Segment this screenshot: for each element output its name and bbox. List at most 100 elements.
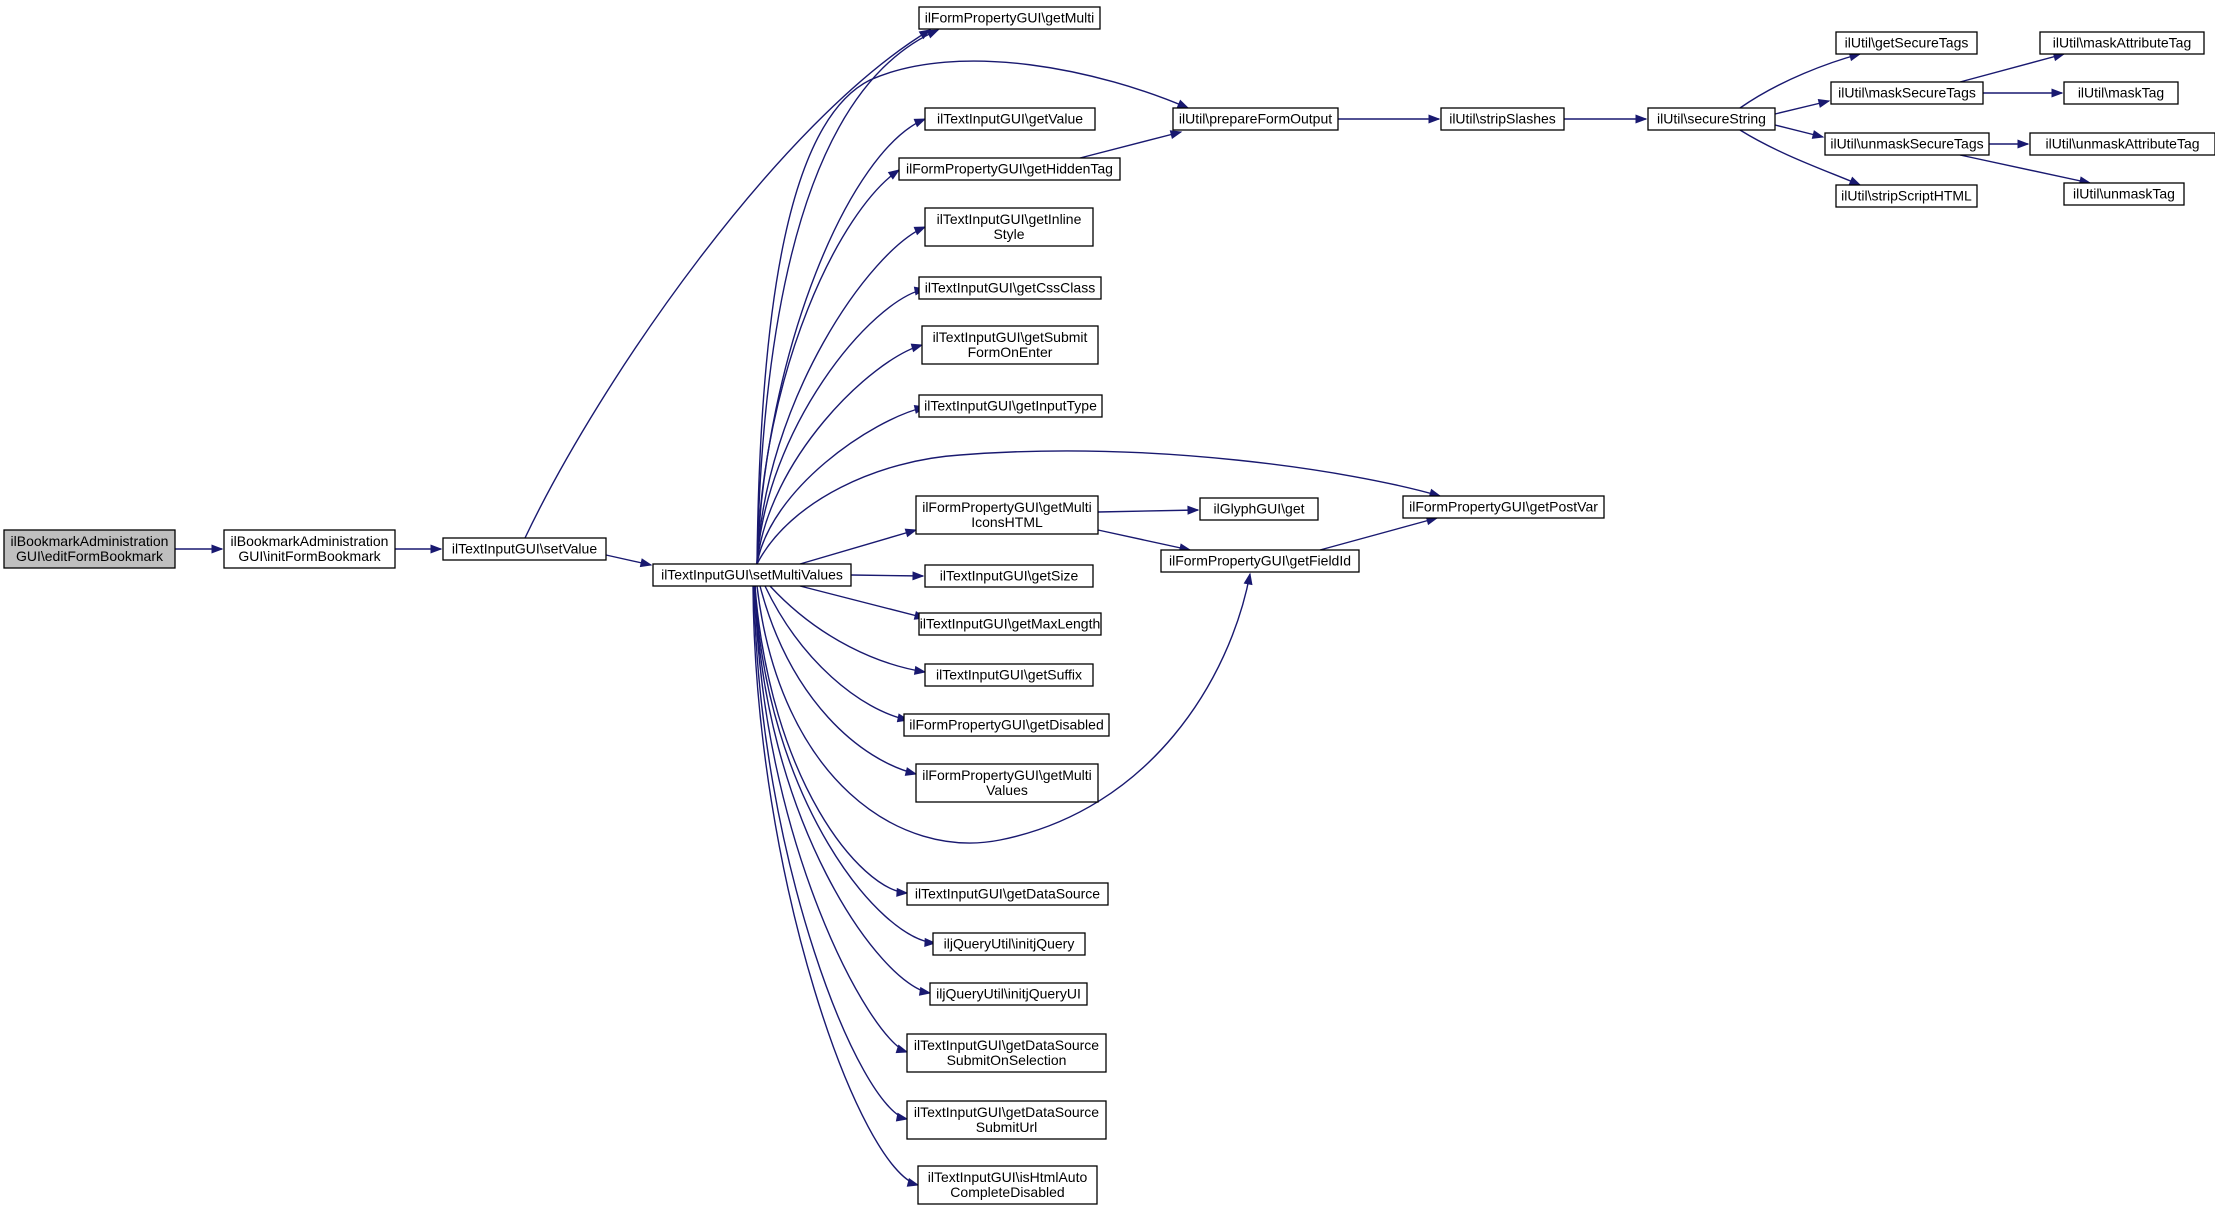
arrowhead-icon xyxy=(895,1044,909,1054)
node-maskAttributeTag[interactable]: ilUtil\maskAttributeTag xyxy=(2039,31,2205,55)
edge-setMultiValues-to-initjQueryUI xyxy=(754,585,932,996)
node-label: ilFormPropertyGUI\getHiddenTag xyxy=(906,161,1113,177)
edge-setValue-to-getMulti xyxy=(524,29,932,539)
node-maskTag[interactable]: ilUtil\maskTag xyxy=(2063,81,2179,105)
edge-getFieldId-to-getPostVar xyxy=(1319,516,1439,551)
edge-secureString-to-unmaskSecureTags xyxy=(1774,124,1825,139)
node-label: ilTextInputGUI\getValue xyxy=(937,111,1083,127)
arrowhead-icon xyxy=(918,986,932,996)
edge-setMultiValues-to-getMulti xyxy=(756,29,940,565)
node-maskSecureTags[interactable]: ilUtil\maskSecureTags xyxy=(1830,81,1984,105)
arrowhead-icon xyxy=(904,767,918,776)
arrowhead-icon xyxy=(1811,130,1825,139)
edge-setMultiValues-to-getMaxLength xyxy=(799,585,927,620)
arrowhead-icon xyxy=(1817,99,1831,108)
node-label: ilUtil\unmaskAttributeTag xyxy=(2045,136,2199,152)
edge-maskSecureTags-to-maskTag xyxy=(1983,88,2064,98)
edge-setMultiValues-to-prepareFormOutput xyxy=(756,60,1190,565)
node-editFormBookmark[interactable]: ilBookmarkAdministrationGUI\editFormBook… xyxy=(3,529,176,569)
node-box xyxy=(442,537,607,561)
node-glyphGet[interactable]: ilGlyphGUI\get xyxy=(1199,497,1319,521)
node-box xyxy=(1830,81,1984,105)
edge-maskSecureTags-to-maskAttributeTag xyxy=(1959,52,2066,83)
node-getSuffix[interactable]: ilTextInputGUI\getSuffix xyxy=(924,663,1094,687)
node-setMultiValues[interactable]: ilTextInputGUI\setMultiValues xyxy=(652,563,852,587)
edge-setMultiValues-to-getCssClass xyxy=(756,286,927,565)
edge-setMultiValues-to-getSubmitFormOnEnter xyxy=(756,343,924,565)
node-label: ilGlyphGUI\get xyxy=(1213,501,1304,517)
edge-setMultiValues-to-getHiddenTag xyxy=(756,169,901,565)
arrowhead-icon xyxy=(1848,176,1862,186)
node-getPostVar[interactable]: ilFormPropertyGUI\getPostVar xyxy=(1402,495,1605,519)
node-prepareFormOutput[interactable]: ilUtil\prepareFormOutput xyxy=(1172,107,1339,131)
node-label: ilFormPropertyGUI\getMulti xyxy=(922,767,1092,783)
node-getDataSourceSubmitOnSelection[interactable]: ilTextInputGUI\getDataSourceSubmitOnSele… xyxy=(906,1033,1107,1073)
arrowhead-icon xyxy=(912,571,925,581)
node-getSecureTags[interactable]: ilUtil\getSecureTags xyxy=(1835,31,1978,55)
node-getCssClass[interactable]: ilTextInputGUI\getCssClass xyxy=(918,276,1102,300)
node-box xyxy=(223,529,396,569)
node-stripScriptHTML[interactable]: ilUtil\stripScriptHTML xyxy=(1835,184,1978,208)
edge-line xyxy=(754,585,908,894)
edge-line xyxy=(756,226,926,565)
node-isHtmlAutoCompleteDisabled[interactable]: ilTextInputGUI\isHtmlAutoCompleteDisable… xyxy=(917,1165,1098,1205)
node-initFormBookmark[interactable]: ilBookmarkAdministrationGUI\initFormBook… xyxy=(223,529,396,569)
node-box xyxy=(924,207,1094,247)
node-label: ilTextInputGUI\getCssClass xyxy=(925,280,1095,296)
node-label: ilTextInputGUI\getSize xyxy=(940,568,1079,584)
node-getDataSource[interactable]: ilTextInputGUI\getDataSource xyxy=(906,882,1109,906)
node-box xyxy=(924,663,1094,687)
node-box xyxy=(1440,107,1565,131)
node-unmaskTag[interactable]: ilUtil\unmaskTag xyxy=(2063,182,2185,206)
node-stripSlashes[interactable]: ilUtil\stripSlashes xyxy=(1440,107,1565,131)
node-getFieldId[interactable]: ilFormPropertyGUI\getFieldId xyxy=(1160,549,1360,573)
edge-getMultiIconsHTML-to-glyphGet xyxy=(1097,505,1200,515)
node-getMaxLength[interactable]: ilTextInputGUI\getMaxLength xyxy=(918,612,1102,636)
edge-line xyxy=(850,574,924,577)
edge-line xyxy=(1097,529,1191,551)
node-box xyxy=(915,495,1099,535)
arrowhead-icon xyxy=(913,118,927,128)
arrowhead-icon xyxy=(904,528,918,538)
node-getDisabled[interactable]: ilFormPropertyGUI\getDisabled xyxy=(903,713,1110,737)
edge-setMultiValues-to-isHtmlAutoCompleteDisabled xyxy=(752,585,920,1187)
node-getValue[interactable]: ilTextInputGUI\getValue xyxy=(924,107,1096,131)
node-getInputType[interactable]: ilTextInputGUI\getInputType xyxy=(918,394,1103,418)
node-box xyxy=(2039,31,2205,55)
arrowhead-icon xyxy=(1169,130,1183,139)
node-box xyxy=(2063,182,2185,206)
node-unmaskAttributeTag[interactable]: ilUtil\unmaskAttributeTag xyxy=(2029,132,2215,156)
node-layer: ilBookmarkAdministrationGUI\editFormBook… xyxy=(3,6,2215,1205)
arrowhead-icon xyxy=(2017,139,2030,149)
node-label: SubmitOnSelection xyxy=(947,1052,1067,1068)
edge-line xyxy=(1097,509,1199,513)
node-setValue[interactable]: ilTextInputGUI\setValue xyxy=(442,537,607,561)
node-getMulti[interactable]: ilFormPropertyGUI\getMulti xyxy=(918,6,1101,30)
node-initjQuery[interactable]: iljQueryUtil\initjQuery xyxy=(932,932,1086,956)
arrowhead-icon xyxy=(924,937,937,947)
arrowhead-icon xyxy=(913,226,927,236)
arrowhead-icon xyxy=(910,343,924,353)
node-label: ilBookmarkAdministration xyxy=(11,533,169,549)
node-label: ilBookmarkAdministration xyxy=(231,533,389,549)
arrowhead-icon xyxy=(1187,505,1200,515)
node-secureString[interactable]: ilUtil\secureString xyxy=(1647,107,1776,131)
node-initjQueryUI[interactable]: iljQueryUtil\initjQueryUI xyxy=(929,982,1088,1006)
node-label: ilTextInputGUI\getDataSource xyxy=(914,1037,1099,1053)
node-unmaskSecureTags[interactable]: ilUtil\unmaskSecureTags xyxy=(1824,132,1990,156)
edge-editFormBookmark-to-initFormBookmark xyxy=(175,544,224,554)
edge-line xyxy=(1959,154,2091,184)
node-label: ilFormPropertyGUI\getMulti xyxy=(925,10,1095,26)
node-label: ilFormPropertyGUI\getMulti xyxy=(922,499,1092,515)
edge-getHiddenTag-to-prepareFormOutput xyxy=(1079,130,1183,159)
edge-line xyxy=(764,585,909,721)
node-box xyxy=(2063,81,2179,105)
edge-unmaskSecureTags-to-unmaskTag xyxy=(1959,154,2092,186)
node-getHiddenTag[interactable]: ilFormPropertyGUI\getHiddenTag xyxy=(898,157,1121,181)
node-getSize[interactable]: ilTextInputGUI\getSize xyxy=(924,564,1094,588)
